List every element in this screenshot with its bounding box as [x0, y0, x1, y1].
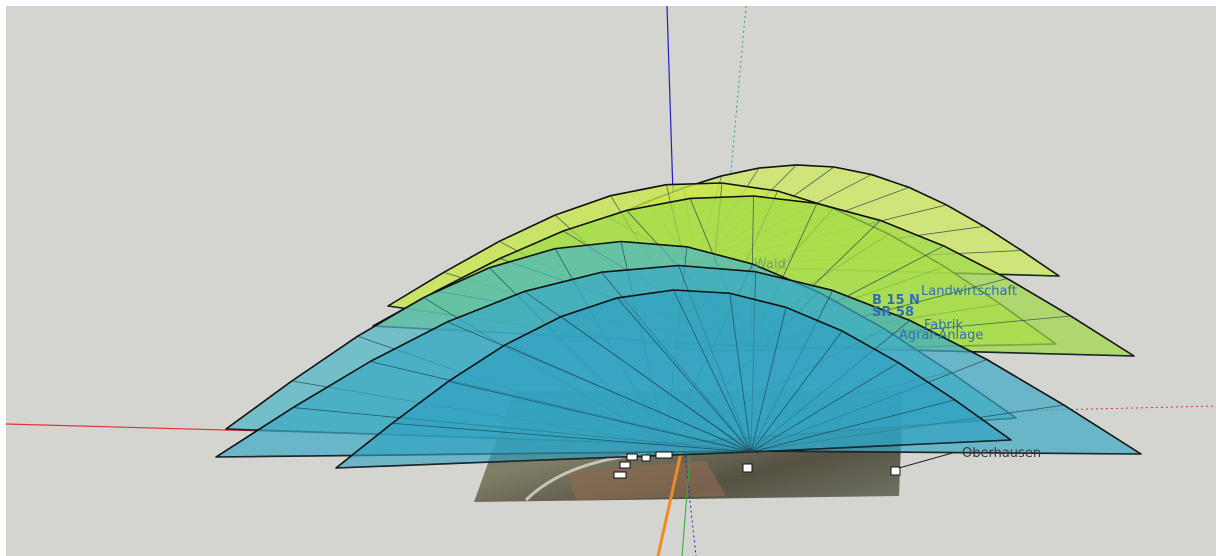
3d-viewport[interactable]: Wald Landwirtschaft B 15 N SR 58 Fabrik …: [6, 6, 1216, 556]
fan-cyan-3-rib: [448, 380, 752, 453]
scene-canvas[interactable]: Wald Landwirtschaft B 15 N SR 58 Fabrik …: [6, 6, 1216, 556]
blue-axis-dotted-lower: [683, 445, 697, 556]
ground-field: [566, 461, 726, 500]
fan-cyan-3-rib: [560, 316, 752, 453]
label-wald: Wald: [754, 257, 786, 272]
label-b15n: B 15 N: [872, 293, 920, 308]
fan-cyan-3-rib: [750, 439, 1012, 453]
fan-cyan-3-rib: [392, 422, 752, 453]
fan-cyan-3-rib: [504, 344, 752, 453]
fan-cyan-2-rib: [750, 450, 1142, 455]
fan-cyan-3-rib: [335, 451, 752, 469]
label-sr58: SR 58: [872, 305, 914, 320]
oberhausen-leader-line: [898, 451, 957, 469]
label-landwirtschaft: Landwirtschaft: [921, 284, 1017, 299]
orange-axis: [656, 447, 684, 556]
fan-cyan-3-rib: [729, 293, 752, 453]
label-oberhausen: Oberhausen: [962, 446, 1041, 461]
fan-cyan-3-rib: [616, 297, 752, 453]
fan-cyan-3-rib: [750, 307, 787, 453]
fan-cyan-3-rib: [750, 362, 899, 453]
fan-cyan-3-rib: [750, 330, 843, 453]
fan-cyan-3-rib: [673, 289, 752, 453]
label-fabrik: Fabrik: [924, 318, 963, 333]
green-axis-lower: [681, 455, 691, 556]
label-agrar-anlage: Agrar-Anlage: [899, 328, 983, 343]
fan-group[interactable]: [215, 164, 1142, 469]
fan-cyan-3-rib: [750, 399, 955, 453]
marker-icons: [613, 451, 901, 479]
